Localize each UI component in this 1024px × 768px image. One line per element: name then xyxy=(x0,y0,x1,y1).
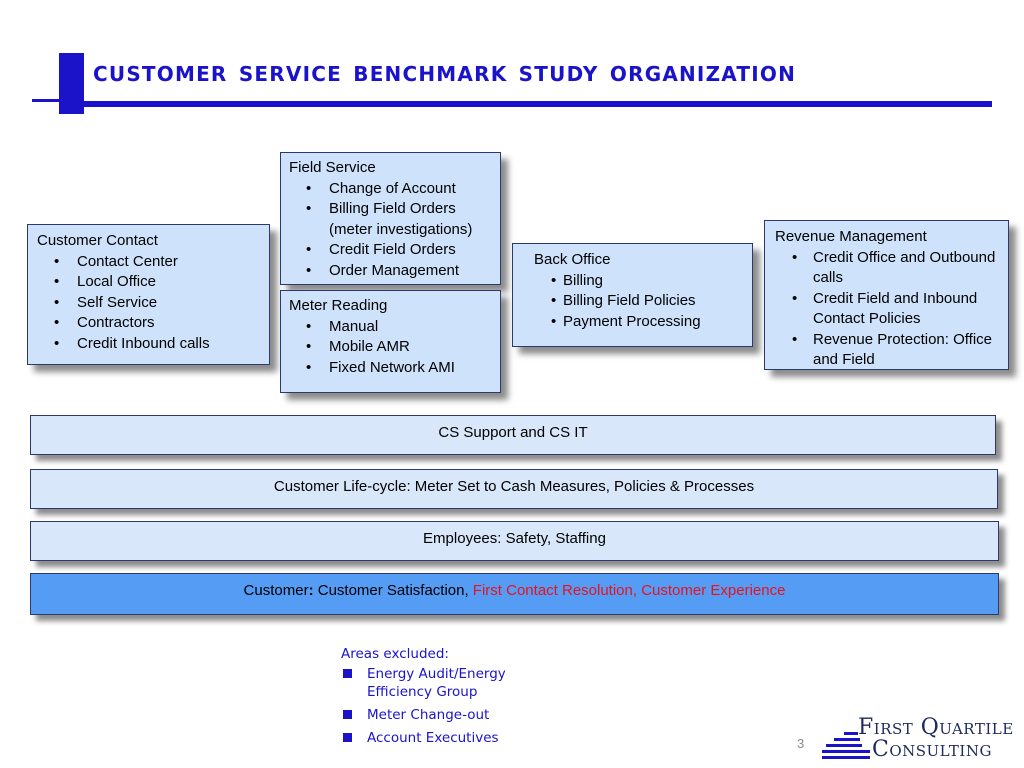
title-rule-left xyxy=(32,99,60,102)
field-service-heading: Field Service xyxy=(289,159,376,176)
list-item: Account Executives xyxy=(341,729,541,747)
list-item: Billing xyxy=(534,271,744,292)
list-item: Fixed Network AMI xyxy=(289,358,494,379)
customer-band-highlight: First Contact Resolution, Customer Exper… xyxy=(468,582,786,599)
list-item: Payment Processing xyxy=(534,312,744,333)
first-quartile-logo: First Quartile Consulting xyxy=(822,715,1022,763)
list-item: Revenue Protection: Office and Field xyxy=(775,330,1002,371)
list-item: Local Office xyxy=(37,272,261,293)
customer-band-colon: : xyxy=(308,582,314,599)
field-service-list: Change of Account Billing Field Orders (… xyxy=(289,179,494,282)
page-number: 3 xyxy=(797,736,805,751)
areas-excluded: Areas excluded: Energy Audit/Energy Effi… xyxy=(341,645,541,752)
list-item: Energy Audit/Energy Efficiency Group xyxy=(341,665,517,701)
back-office-heading: Back Office xyxy=(534,251,611,268)
list-item: Order Management xyxy=(289,261,494,282)
list-item: Billing Field Orders (meter investigatio… xyxy=(289,199,494,240)
cs-support-band: CS Support and CS IT xyxy=(30,415,996,455)
lifecycle-band: Customer Life-cycle: Meter Set to Cash M… xyxy=(30,469,998,509)
revenue-management-box: Revenue Management Credit Office and Out… xyxy=(764,220,1009,370)
customer-contact-box: Customer Contact Contact Center Local Of… xyxy=(27,224,270,365)
meter-reading-box: Meter Reading Manual Mobile AMR Fixed Ne… xyxy=(280,290,501,393)
employees-band: Employees: Safety, Staffing xyxy=(30,521,999,561)
list-item: Mobile AMR xyxy=(289,337,494,358)
areas-excluded-list: Energy Audit/Energy Efficiency Group Met… xyxy=(341,665,541,747)
logo-bar xyxy=(822,756,870,759)
title-accent-block xyxy=(59,53,84,114)
customer-contact-heading: Customer Contact xyxy=(37,232,158,249)
list-item: Credit Inbound calls xyxy=(37,334,261,355)
list-item: Manual xyxy=(289,317,494,338)
logo-bar xyxy=(844,732,858,735)
logo-bar xyxy=(826,744,862,747)
list-item: Credit Office and Outbound calls xyxy=(775,248,1002,289)
title-rule xyxy=(84,101,992,107)
customer-band-label: Customer xyxy=(243,582,309,599)
list-item: Credit Field Orders xyxy=(289,240,494,261)
back-office-list: Billing Billing Field Policies Payment P… xyxy=(534,271,744,333)
list-item: Contact Center xyxy=(37,252,261,273)
areas-excluded-heading: Areas excluded: xyxy=(341,646,449,662)
customer-band: Customer: Customer Satisfaction, First C… xyxy=(30,573,999,615)
list-item: Credit Field and Inbound Contact Policie… xyxy=(775,289,1002,330)
logo-bar xyxy=(834,738,860,741)
customer-band-text: Customer Satisfaction, xyxy=(313,582,469,599)
logo-text-line2: Consulting xyxy=(872,737,992,762)
list-item: Change of Account xyxy=(289,179,494,200)
customer-contact-list: Contact Center Local Office Self Service… xyxy=(37,252,261,355)
list-item: Contractors xyxy=(37,313,261,334)
field-service-box: Field Service Change of Account Billing … xyxy=(280,152,501,285)
meter-reading-heading: Meter Reading xyxy=(289,297,388,314)
list-item: Billing Field Policies xyxy=(534,291,744,312)
revenue-management-list: Credit Office and Outbound calls Credit … xyxy=(775,248,1002,371)
logo-bar xyxy=(822,750,870,753)
revenue-management-heading: Revenue Management xyxy=(775,228,927,245)
list-item: Self Service xyxy=(37,293,261,314)
back-office-box: Back Office Billing Billing Field Polici… xyxy=(512,243,753,347)
page-title: Customer Service Benchmark Study Organiz… xyxy=(93,54,797,88)
list-item: Meter Change-out xyxy=(341,706,541,724)
logo-text-line1: First Quartile xyxy=(858,715,1014,740)
meter-reading-list: Manual Mobile AMR Fixed Network AMI xyxy=(289,317,494,379)
